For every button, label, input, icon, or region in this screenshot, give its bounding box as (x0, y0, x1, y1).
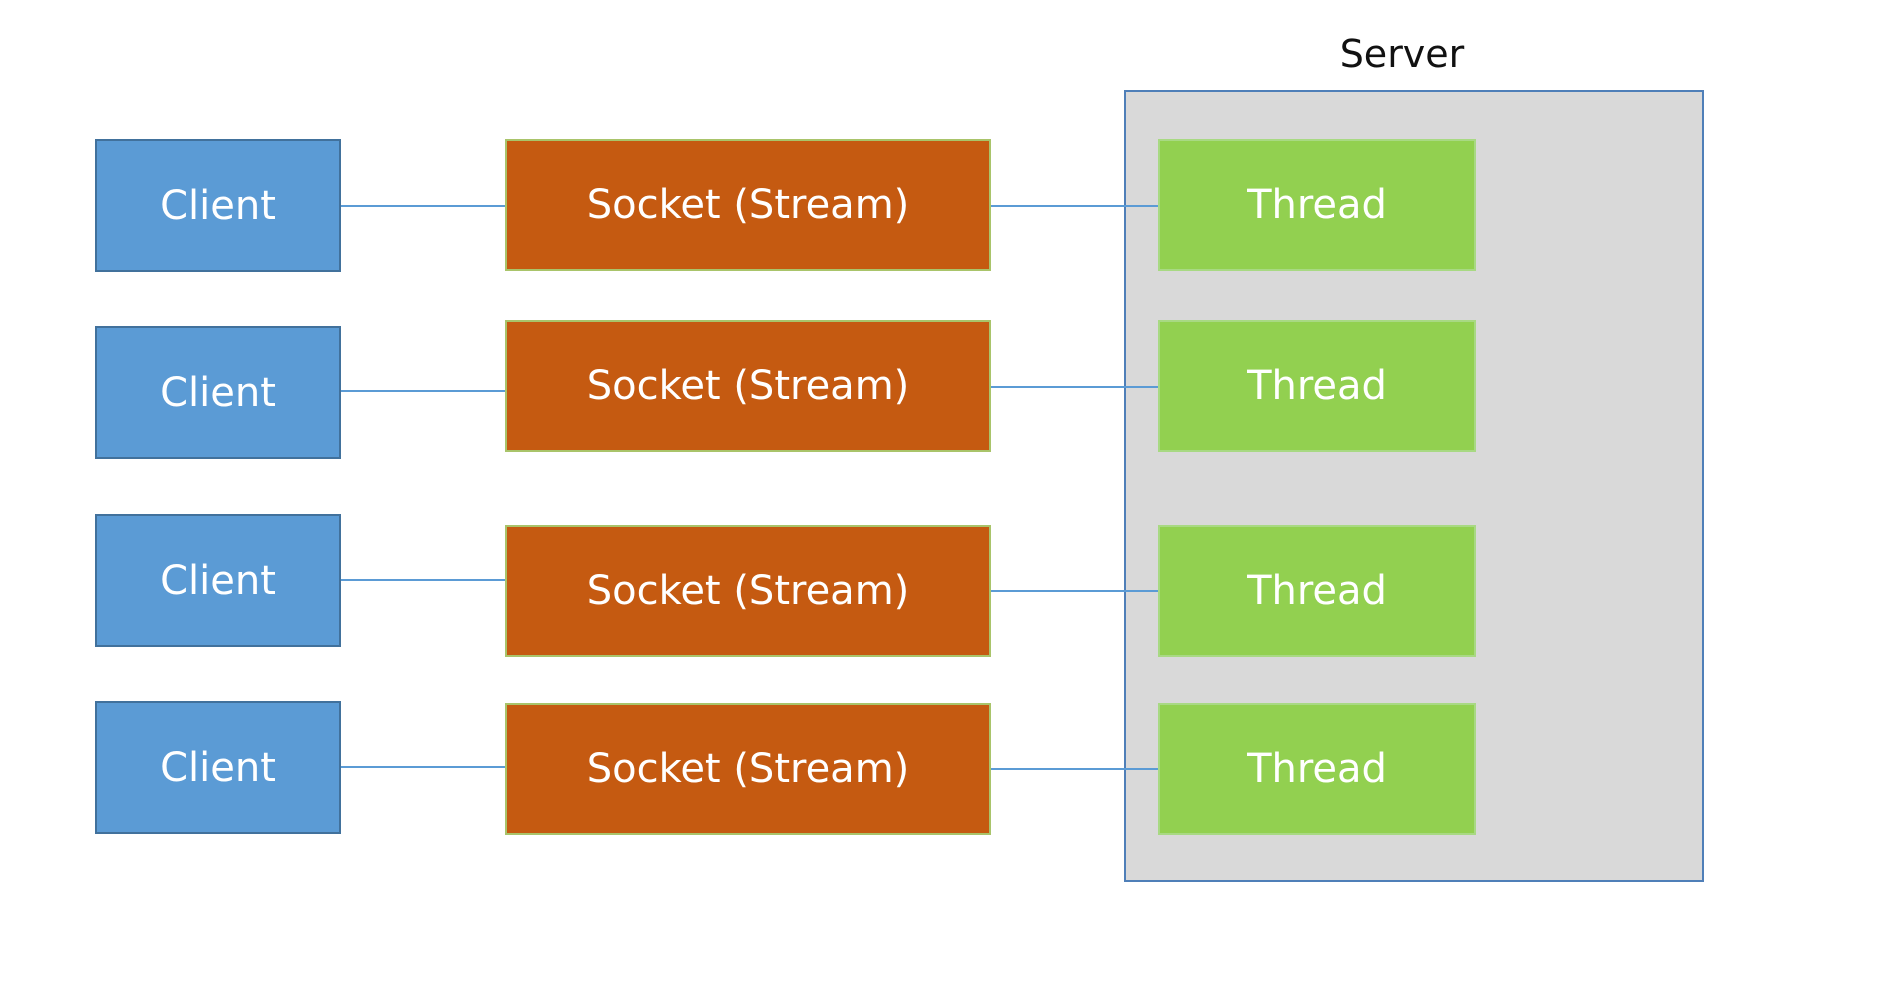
client-socket-connector (341, 579, 505, 581)
thread-box: Thread (1158, 525, 1476, 657)
socket-stream-box: Socket (Stream) (505, 703, 991, 835)
client-socket-connector (341, 390, 505, 392)
client-socket-connector (341, 766, 505, 768)
client-box: Client (95, 514, 341, 647)
client-box: Client (95, 139, 341, 272)
socket-thread-connector (991, 205, 1158, 207)
thread-box: Thread (1158, 139, 1476, 271)
client-box: Client (95, 701, 341, 834)
client-socket-connector (341, 205, 505, 207)
socket-stream-box: Socket (Stream) (505, 525, 991, 657)
server-title: Server (1339, 32, 1465, 76)
socket-stream-box: Socket (Stream) (505, 320, 991, 452)
client-box: Client (95, 326, 341, 459)
socket-thread-connector (991, 768, 1158, 770)
thread-box: Thread (1158, 320, 1476, 452)
socket-thread-connector (991, 590, 1158, 592)
socket-thread-connector (991, 386, 1158, 388)
socket-stream-box: Socket (Stream) (505, 139, 991, 271)
thread-box: Thread (1158, 703, 1476, 835)
